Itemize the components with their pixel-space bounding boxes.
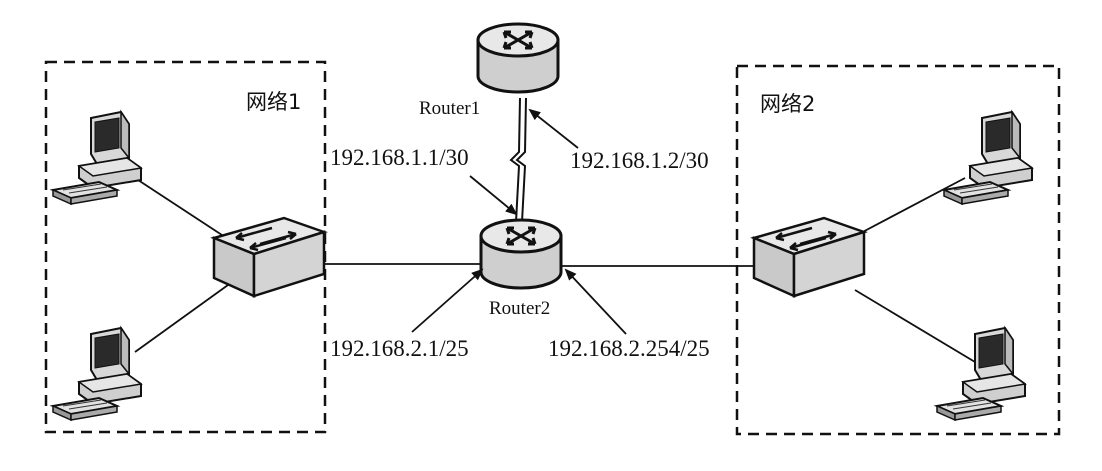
link-switch2-pc3 xyxy=(854,177,966,237)
arrow-r2-right xyxy=(564,268,627,335)
address-label-r2-serial: 192.168.1.1/30 xyxy=(330,145,469,170)
address-label-r2-right: 192.168.2.254/25 xyxy=(548,336,710,361)
link-pc2-switch1 xyxy=(134,284,229,353)
router2-icon xyxy=(479,218,563,290)
link-switch2-pc4 xyxy=(854,289,976,363)
pc-icon xyxy=(52,327,142,421)
switch-icon xyxy=(212,216,326,298)
pc-icon xyxy=(52,111,142,205)
router1-icon xyxy=(476,22,560,94)
network1-label: 网络1 xyxy=(246,90,302,114)
address-label-r2-left: 192.168.2.1/25 xyxy=(330,336,469,361)
pc-icon xyxy=(936,327,1026,421)
network2-label: 网络2 xyxy=(760,92,816,116)
router2-label: Router2 xyxy=(489,298,551,319)
pc-icon xyxy=(943,111,1033,205)
serial-link-router1-router2 xyxy=(509,97,521,223)
link-pc1-switch1 xyxy=(134,177,226,238)
router1-label: Router1 xyxy=(419,98,481,119)
arrow-r1-serial xyxy=(528,108,579,149)
arrow-r2-serial xyxy=(469,175,518,216)
switch-icon xyxy=(752,216,866,298)
arrow-r2-left xyxy=(411,268,484,333)
address-label-r1-serial: 192.168.1.2/30 xyxy=(570,148,709,173)
network2-boundary xyxy=(735,64,1061,436)
